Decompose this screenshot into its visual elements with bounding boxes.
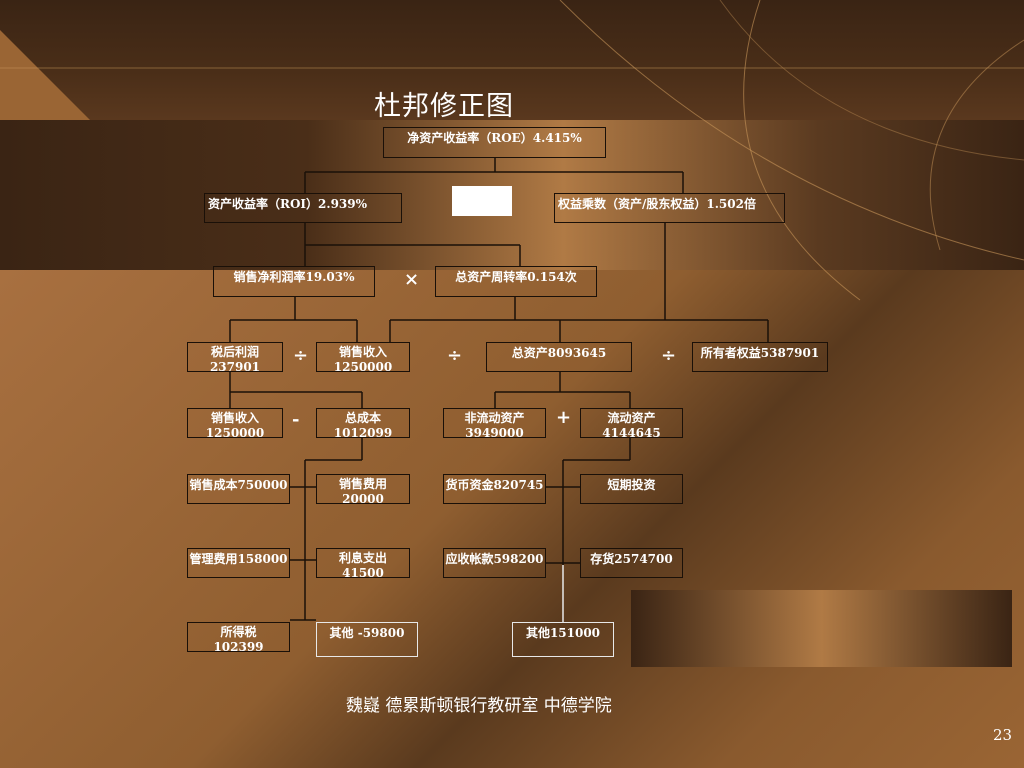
- current-assets-box: 流动资产 4144645: [580, 408, 683, 440]
- sales-revenue-box-2: 销售收入 1250000: [187, 408, 283, 440]
- slide-footer: 魏嶷 德累斯顿银行教研室 中德学院: [346, 696, 612, 716]
- other-current-box: 其他151000: [512, 622, 614, 657]
- selling-expense-box: 销售费用 20000: [316, 474, 410, 506]
- white-rectangle: [452, 186, 512, 216]
- corner-decoration: [0, 30, 90, 120]
- divide-operator-3: ÷: [661, 345, 677, 366]
- net-margin-box: 销售净利润率19.03%: [213, 266, 375, 297]
- owners-equity-box: 所有者权益5387901: [692, 342, 828, 372]
- roi-box: 资产收益率（ROI）2.939%: [204, 193, 402, 223]
- asset-turnover-box: 总资产周转率0.154次: [435, 266, 597, 297]
- multiply-operator: ×: [404, 269, 420, 290]
- short-investment-box: 短期投资: [580, 474, 683, 504]
- top-band: [0, 0, 1024, 120]
- divide-operator-2: ÷: [447, 345, 463, 366]
- sales-revenue-box-1: 销售收入 1250000: [316, 342, 410, 374]
- slide-title: 杜邦修正图: [374, 91, 514, 122]
- minus-operator: -: [292, 409, 300, 430]
- plus-operator: +: [556, 407, 572, 428]
- total-assets-box: 总资产8093645: [486, 342, 632, 372]
- admin-expense-box: 管理费用158000: [187, 548, 290, 578]
- interest-expense-box: 利息支出 41500: [316, 548, 410, 580]
- income-tax-box: 所得税 102399: [187, 622, 290, 654]
- cash-box: 货币资金820745: [443, 474, 546, 504]
- total-cost-box: 总成本 1012099: [316, 408, 410, 440]
- roe-box: 净资产收益率（ROE）4.415%: [383, 127, 606, 158]
- net-profit-box: 税后利润 237901: [187, 342, 283, 374]
- cost-of-sales-box: 销售成本750000: [187, 474, 290, 504]
- gradient-rectangle: [631, 590, 1012, 667]
- inventory-box: 存货2574700: [580, 548, 683, 578]
- receivables-box: 应收帐款598200: [443, 548, 546, 578]
- lower-background: [0, 270, 1024, 768]
- non-current-assets-box: 非流动资产 3949000: [443, 408, 546, 440]
- equity-multiplier-box: 权益乘数（资产/股东权益）1.502倍: [554, 193, 785, 223]
- divide-operator-1: ÷: [293, 345, 309, 366]
- page-number: 23: [993, 726, 1013, 744]
- other-cost-box: 其他 -59800: [316, 622, 418, 657]
